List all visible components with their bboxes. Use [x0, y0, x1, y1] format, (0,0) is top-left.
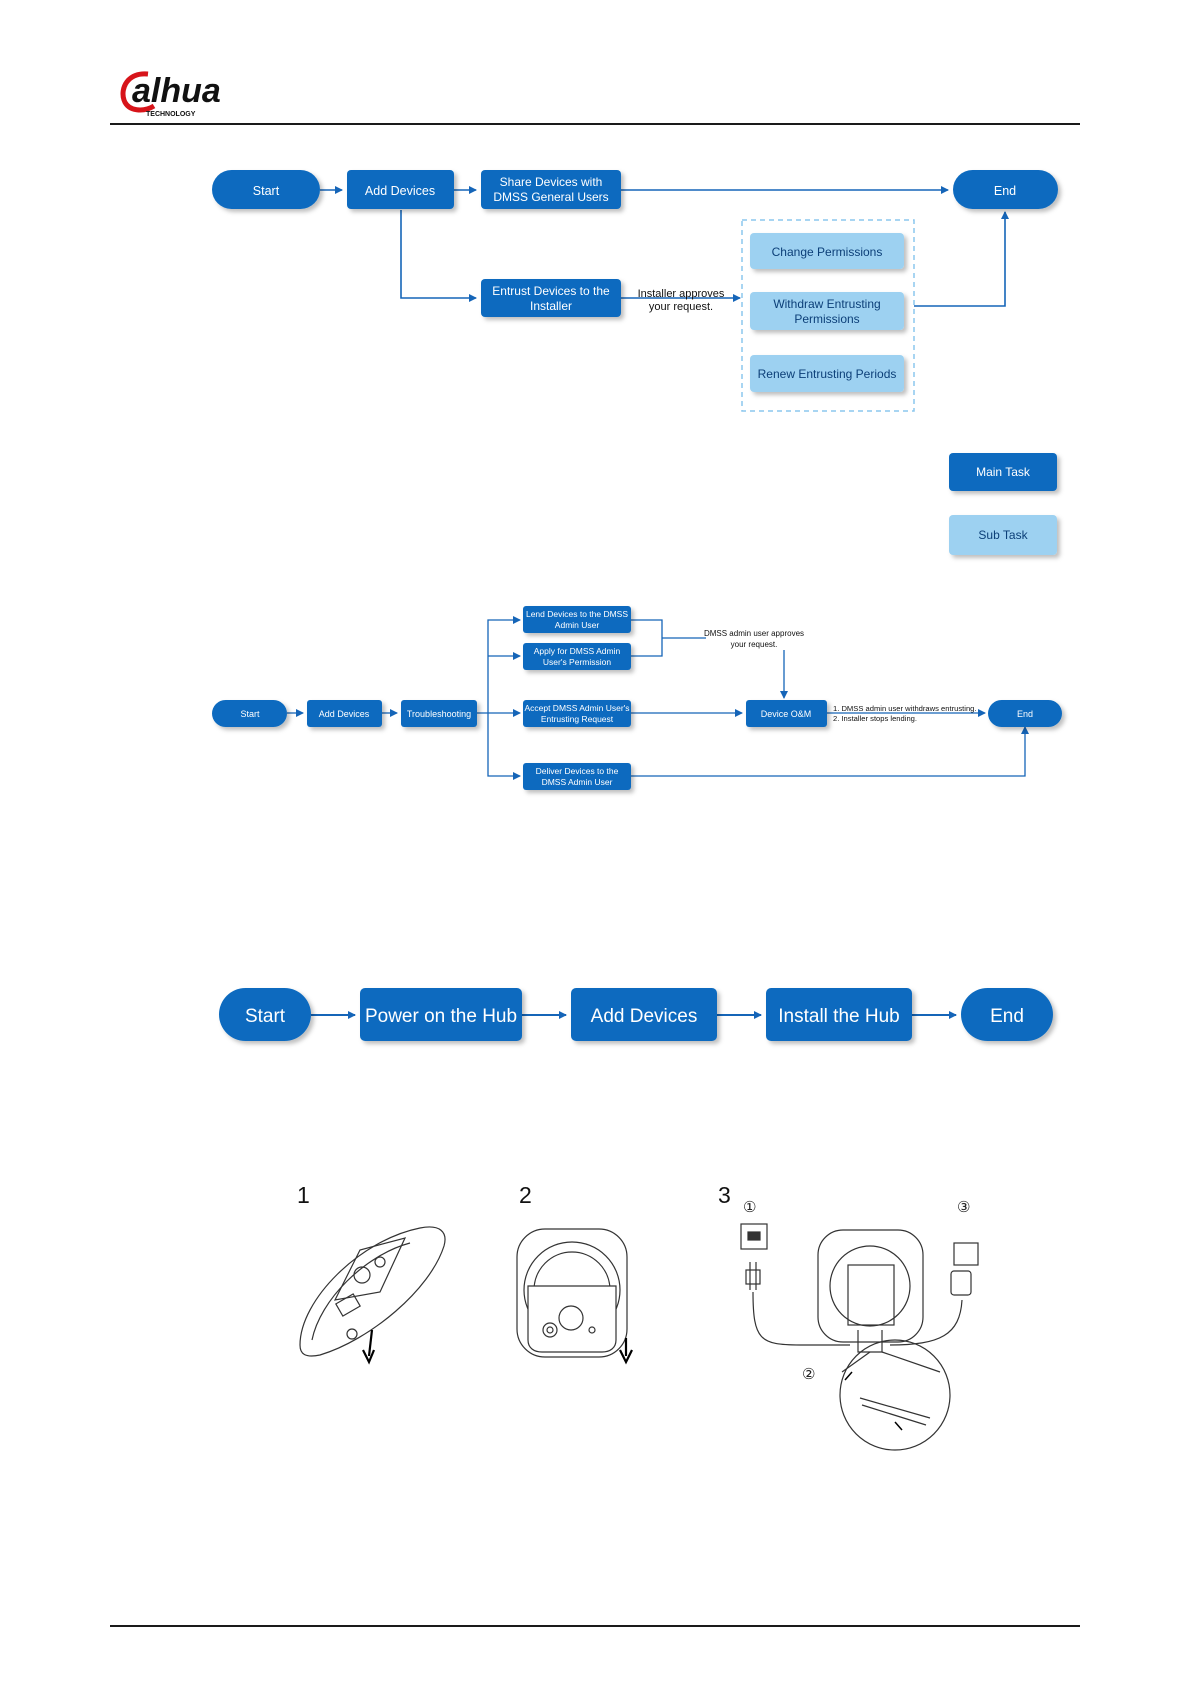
label-condition-2: 2. Installer stops lending.: [833, 714, 917, 723]
svg-text:Deliver Devices to the: Deliver Devices to the: [536, 766, 619, 776]
label-installer-approves: Installer approves: [638, 288, 725, 300]
node3-start: Start: [219, 988, 311, 1041]
flowchart-installer: Start Add Devices Troubleshooting Lend D…: [212, 606, 1062, 790]
dahua-logo: alhua TECHNOLOGY: [118, 66, 258, 122]
node2-add-devices: Add Devices: [307, 700, 382, 727]
node2-accept-request: Accept DMSS Admin User's Entrusting Requ…: [523, 700, 631, 727]
node-add-devices: Add Devices: [347, 170, 454, 209]
node3-add-devices: Add Devices: [571, 988, 717, 1041]
node-change-permissions: Change Permissions: [750, 233, 904, 269]
arrow2-to-deliver: [487, 713, 521, 780]
illustration-step2: [516, 1228, 633, 1365]
callout-1: ①: [743, 1199, 757, 1216]
arrow2-deliver-end: [631, 726, 1029, 777]
label-admin-request: your request.: [731, 640, 778, 649]
label-your-request: your request.: [649, 301, 713, 313]
svg-text:Main Task: Main Task: [976, 465, 1031, 479]
svg-text:Add Devices: Add Devices: [591, 1006, 698, 1027]
svg-text:Sub Task: Sub Task: [978, 528, 1028, 542]
footer-rule: [110, 1625, 1080, 1627]
node-withdraw-permissions: Withdraw Entrusting Permissions: [750, 292, 904, 330]
legend: Main Task Sub Task: [949, 453, 1057, 555]
svg-text:Install the Hub: Install the Hub: [778, 1006, 899, 1027]
logo-graphic: alhua TECHNOLOGY: [120, 71, 221, 118]
svg-text:Entrust Devices to the: Entrust Devices to the: [492, 284, 610, 298]
svg-text:End: End: [994, 184, 1016, 198]
svg-text:Entrusting Request: Entrusting Request: [541, 714, 614, 724]
svg-text:Start: Start: [240, 709, 260, 719]
logo-text: alhua: [132, 72, 221, 110]
node3-power-on: Power on the Hub: [360, 988, 522, 1041]
node-entrust-devices: Entrust Devices to the Installer: [481, 279, 621, 317]
svg-text:DMSS Admin User: DMSS Admin User: [542, 777, 613, 787]
svg-text:Device O&M: Device O&M: [761, 709, 812, 719]
svg-text:Apply for DMSS Admin: Apply for DMSS Admin: [534, 646, 621, 656]
svg-text:DMSS General Users: DMSS General Users: [493, 190, 608, 204]
svg-text:Start: Start: [245, 1006, 286, 1027]
flowchart-hub-setup: Start Power on the Hub Add Devices Insta…: [219, 988, 1053, 1041]
label-admin-approves: DMSS admin user approves: [704, 629, 804, 638]
node-start: Start: [212, 170, 320, 209]
svg-text:Troubleshooting: Troubleshooting: [407, 709, 471, 719]
svg-text:Accept DMSS Admin User's: Accept DMSS Admin User's: [524, 703, 629, 713]
subtask-group-border: [741, 219, 915, 412]
svg-text:Admin User: Admin User: [555, 620, 600, 630]
svg-text:Installer: Installer: [530, 299, 572, 313]
node2-deliver-devices: Deliver Devices to the DMSS Admin User: [523, 763, 631, 790]
legend-sub-task: Sub Task: [949, 515, 1057, 555]
node2-end: End: [988, 700, 1062, 727]
node3-install-hub: Install the Hub: [766, 988, 912, 1041]
arrow-add-entrust: [400, 210, 477, 302]
arrow2-to-lend: [487, 616, 521, 713]
svg-text:End: End: [990, 1006, 1024, 1027]
flowchart-entrust: Start Add Devices Share Devices with DMS…: [212, 170, 1058, 412]
step-number-2: 2: [519, 1182, 532, 1208]
node-renew-periods: Renew Entrusting Periods: [750, 355, 904, 392]
legend-main-task: Main Task: [949, 453, 1057, 491]
bracket-lend-apply: [631, 619, 663, 657]
svg-text:Permissions: Permissions: [794, 312, 859, 326]
step-number-3: 3: [718, 1182, 731, 1208]
callout-2: ②: [802, 1366, 816, 1383]
svg-text:Withdraw Entrusting: Withdraw Entrusting: [773, 297, 880, 311]
arrow-sub-end: [914, 211, 1009, 307]
svg-text:Lend Devices to the DMSS: Lend Devices to the DMSS: [526, 609, 628, 619]
svg-text:Add Devices: Add Devices: [365, 184, 435, 198]
callout-3: ③: [957, 1199, 971, 1216]
svg-text:Change Permissions: Change Permissions: [772, 245, 883, 259]
node2-lend-devices: Lend Devices to the DMSS Admin User: [523, 606, 631, 633]
node2-apply-permission: Apply for DMSS Admin User's Permission: [523, 643, 631, 670]
label-condition-1: 1. DMSS admin user withdraws entrusting.: [833, 704, 977, 713]
node3-end: End: [961, 988, 1053, 1041]
svg-text:Renew Entrusting Periods: Renew Entrusting Periods: [758, 367, 897, 381]
svg-text:Power on the Hub: Power on the Hub: [365, 1006, 517, 1027]
svg-text:Add Devices: Add Devices: [319, 709, 370, 719]
illustration-step1: [299, 1226, 446, 1365]
svg-text:Share Devices with: Share Devices with: [500, 175, 603, 189]
node2-start: Start: [212, 700, 287, 727]
logo-subtext: TECHNOLOGY: [146, 111, 196, 118]
svg-text:User's Permission: User's Permission: [543, 657, 611, 667]
step-number-1: 1: [297, 1182, 310, 1208]
svg-text:Start: Start: [253, 184, 280, 198]
illustration-step3: [740, 1223, 979, 1451]
node2-troubleshooting: Troubleshooting: [401, 700, 477, 727]
node-end: End: [953, 170, 1058, 209]
header-rule: [110, 123, 1080, 125]
svg-text:End: End: [1017, 709, 1033, 719]
node-share-devices: Share Devices with DMSS General Users: [481, 170, 621, 209]
node2-device-om: Device O&M: [746, 700, 827, 727]
